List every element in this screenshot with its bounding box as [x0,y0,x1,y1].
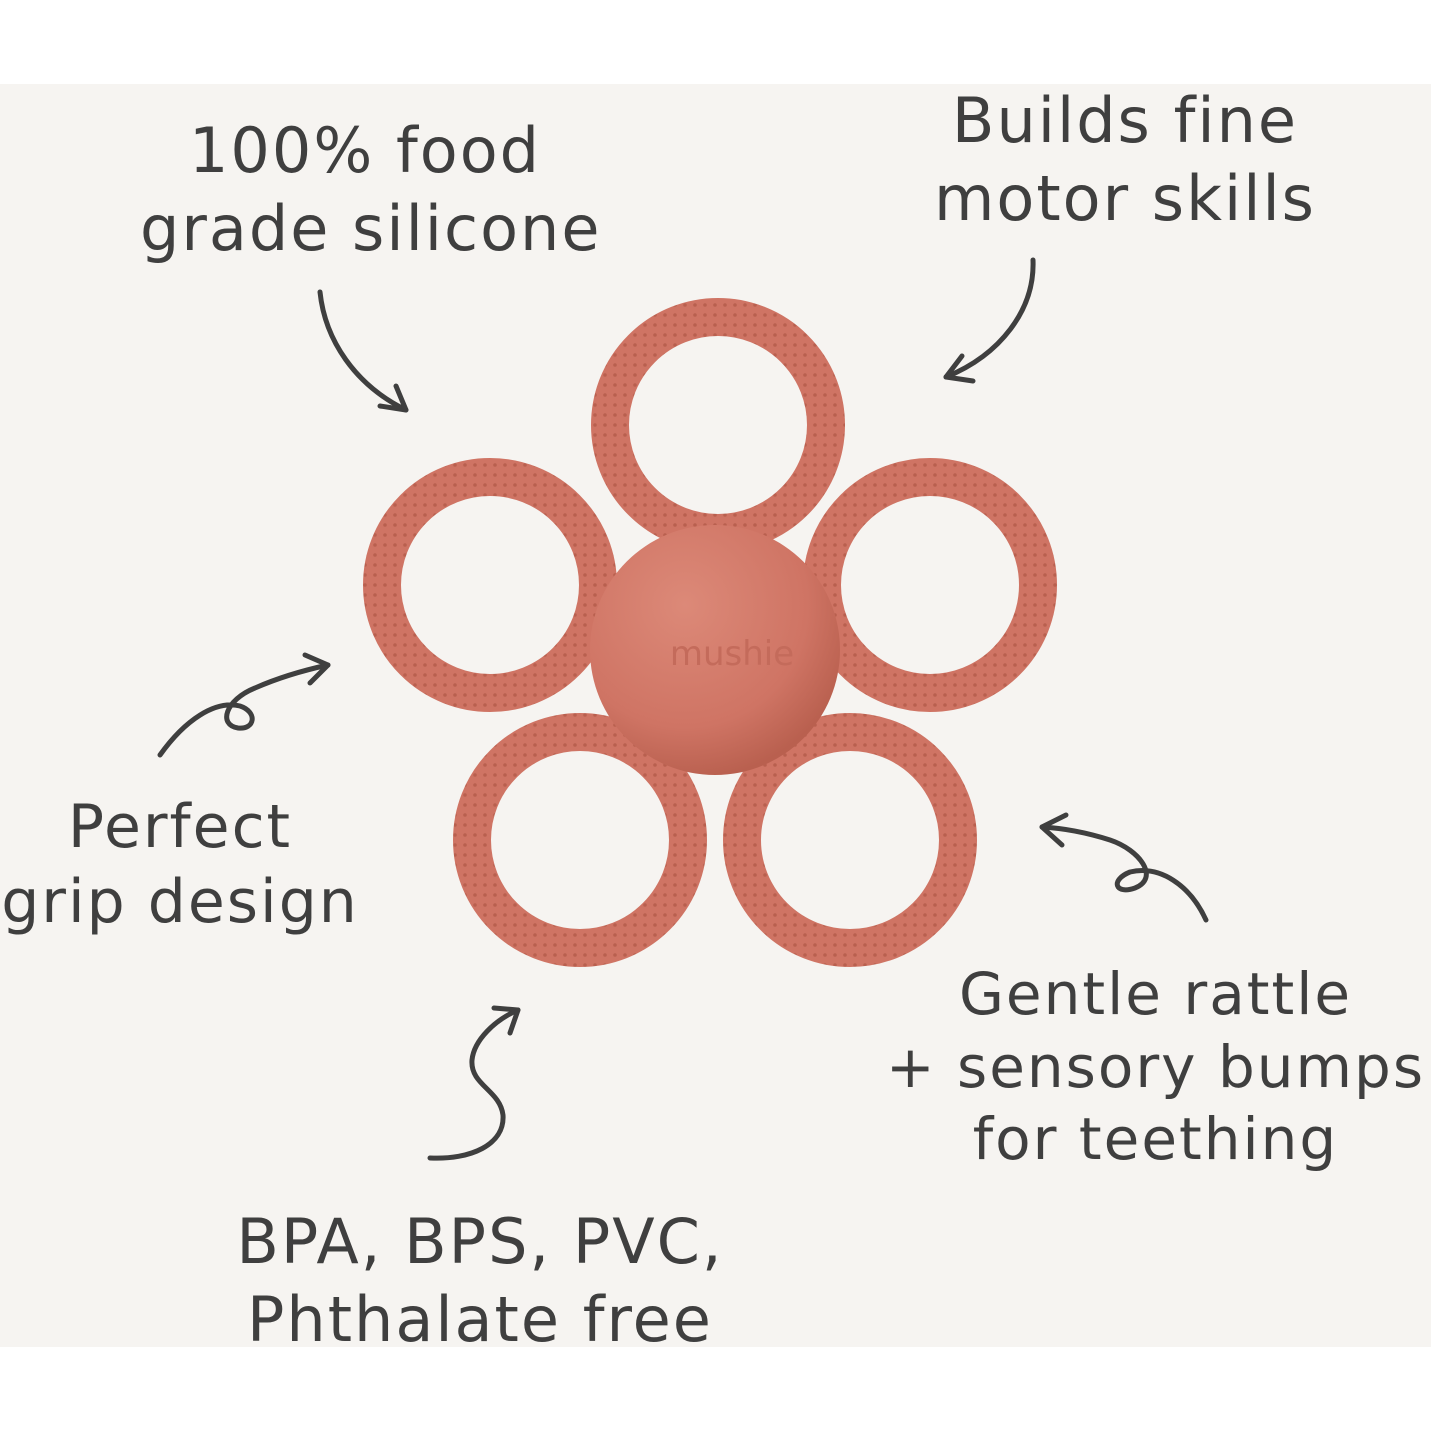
callout-bpa-free: BPA, BPS, PVC, Phthalate free [215,1203,745,1358]
arrow-free [427,1005,521,1161]
petal-right [803,458,1057,712]
callout-line: grade silicone [140,191,602,265]
callout-grip-design: Perfect grip design [0,790,360,940]
callout-line: Gentle rattle [958,960,1353,1028]
callout-line: 100% food [188,114,541,187]
flower-teether: mushie [363,298,1057,967]
petal-bottom-left [453,713,707,967]
callout-gentle-rattle: Gentle rattle + sensory bumps for teethi… [880,958,1431,1176]
callout-fine-motor-skills: Builds fine motor skills [930,82,1320,237]
arrow-silicone [317,289,409,413]
callout-line: for teething [972,1105,1339,1173]
callout-line: + sensory bumps [885,1032,1426,1101]
callout-food-grade-silicone: 100% food grade silicone [140,112,602,267]
arrow-rattle [1039,812,1209,923]
arrow-motor-skills [943,257,1036,384]
callout-line: Builds fine [951,84,1299,157]
callout-line: Perfect [67,792,293,862]
rattle-ball [590,525,840,775]
petal-left [363,458,617,712]
petal-top [591,298,845,552]
callout-line: grip design [1,867,359,937]
brand-mark: mushie [670,634,794,674]
arrow-grip [157,652,331,758]
petal-bottom-right [723,713,977,967]
callout-line: Phthalate free [247,1282,713,1356]
callout-line: BPA, BPS, PVC, [236,1205,724,1278]
callout-line: motor skills [934,161,1316,235]
